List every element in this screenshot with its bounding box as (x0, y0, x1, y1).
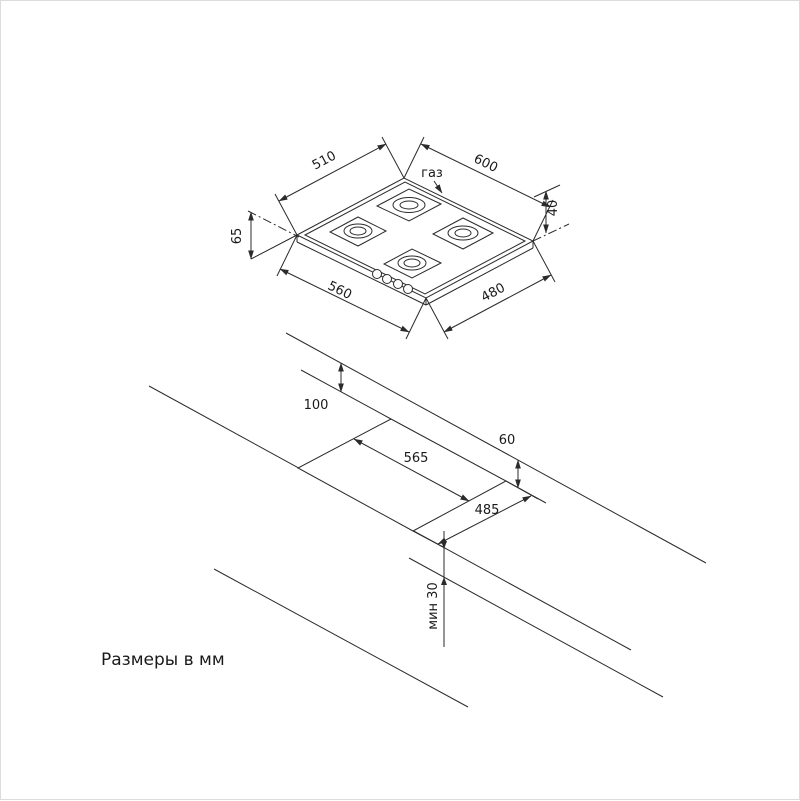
dim-min-30 (441, 531, 447, 647)
dim-510-label: 510 (310, 148, 339, 173)
dim-560-label: 560 (325, 279, 354, 303)
gas-label: газ (421, 166, 443, 181)
dim-480-label: 480 (479, 280, 508, 305)
counter-front-edge (408, 557, 664, 698)
dim-485 (412, 480, 539, 549)
counter-view (148, 332, 707, 708)
hob-left-edge-extension (250, 234, 298, 260)
hob-centerlines (247, 210, 570, 242)
counter-front-lower-edge (213, 568, 469, 708)
dim-560 (276, 234, 427, 340)
caption: Размеры в мм (101, 650, 225, 670)
dim-100-label: 100 (304, 398, 329, 413)
hob-view (247, 136, 570, 340)
dim-600 (403, 136, 554, 242)
dim-min-30-label: мин 30 (426, 582, 441, 629)
burner-back (375, 188, 443, 222)
dim-60-label: 60 (499, 433, 516, 448)
dim-565 (353, 438, 470, 502)
burner-right (431, 217, 495, 250)
dim-600-label: 600 (471, 152, 500, 176)
cutout-back-edge-extension-left (300, 369, 392, 420)
burner-left (328, 216, 388, 247)
counter-back-edge (285, 332, 707, 564)
burner-front (382, 248, 443, 279)
dim-565-label: 565 (404, 451, 429, 466)
dim-510 (274, 136, 405, 236)
dim-65-label: 65 (230, 228, 245, 245)
dim-485-label: 485 (475, 503, 500, 518)
dim-40-label: 40 (546, 200, 561, 217)
dim-480 (425, 240, 556, 340)
dim-40 (533, 184, 561, 234)
gas-leader-arrow (433, 180, 443, 194)
